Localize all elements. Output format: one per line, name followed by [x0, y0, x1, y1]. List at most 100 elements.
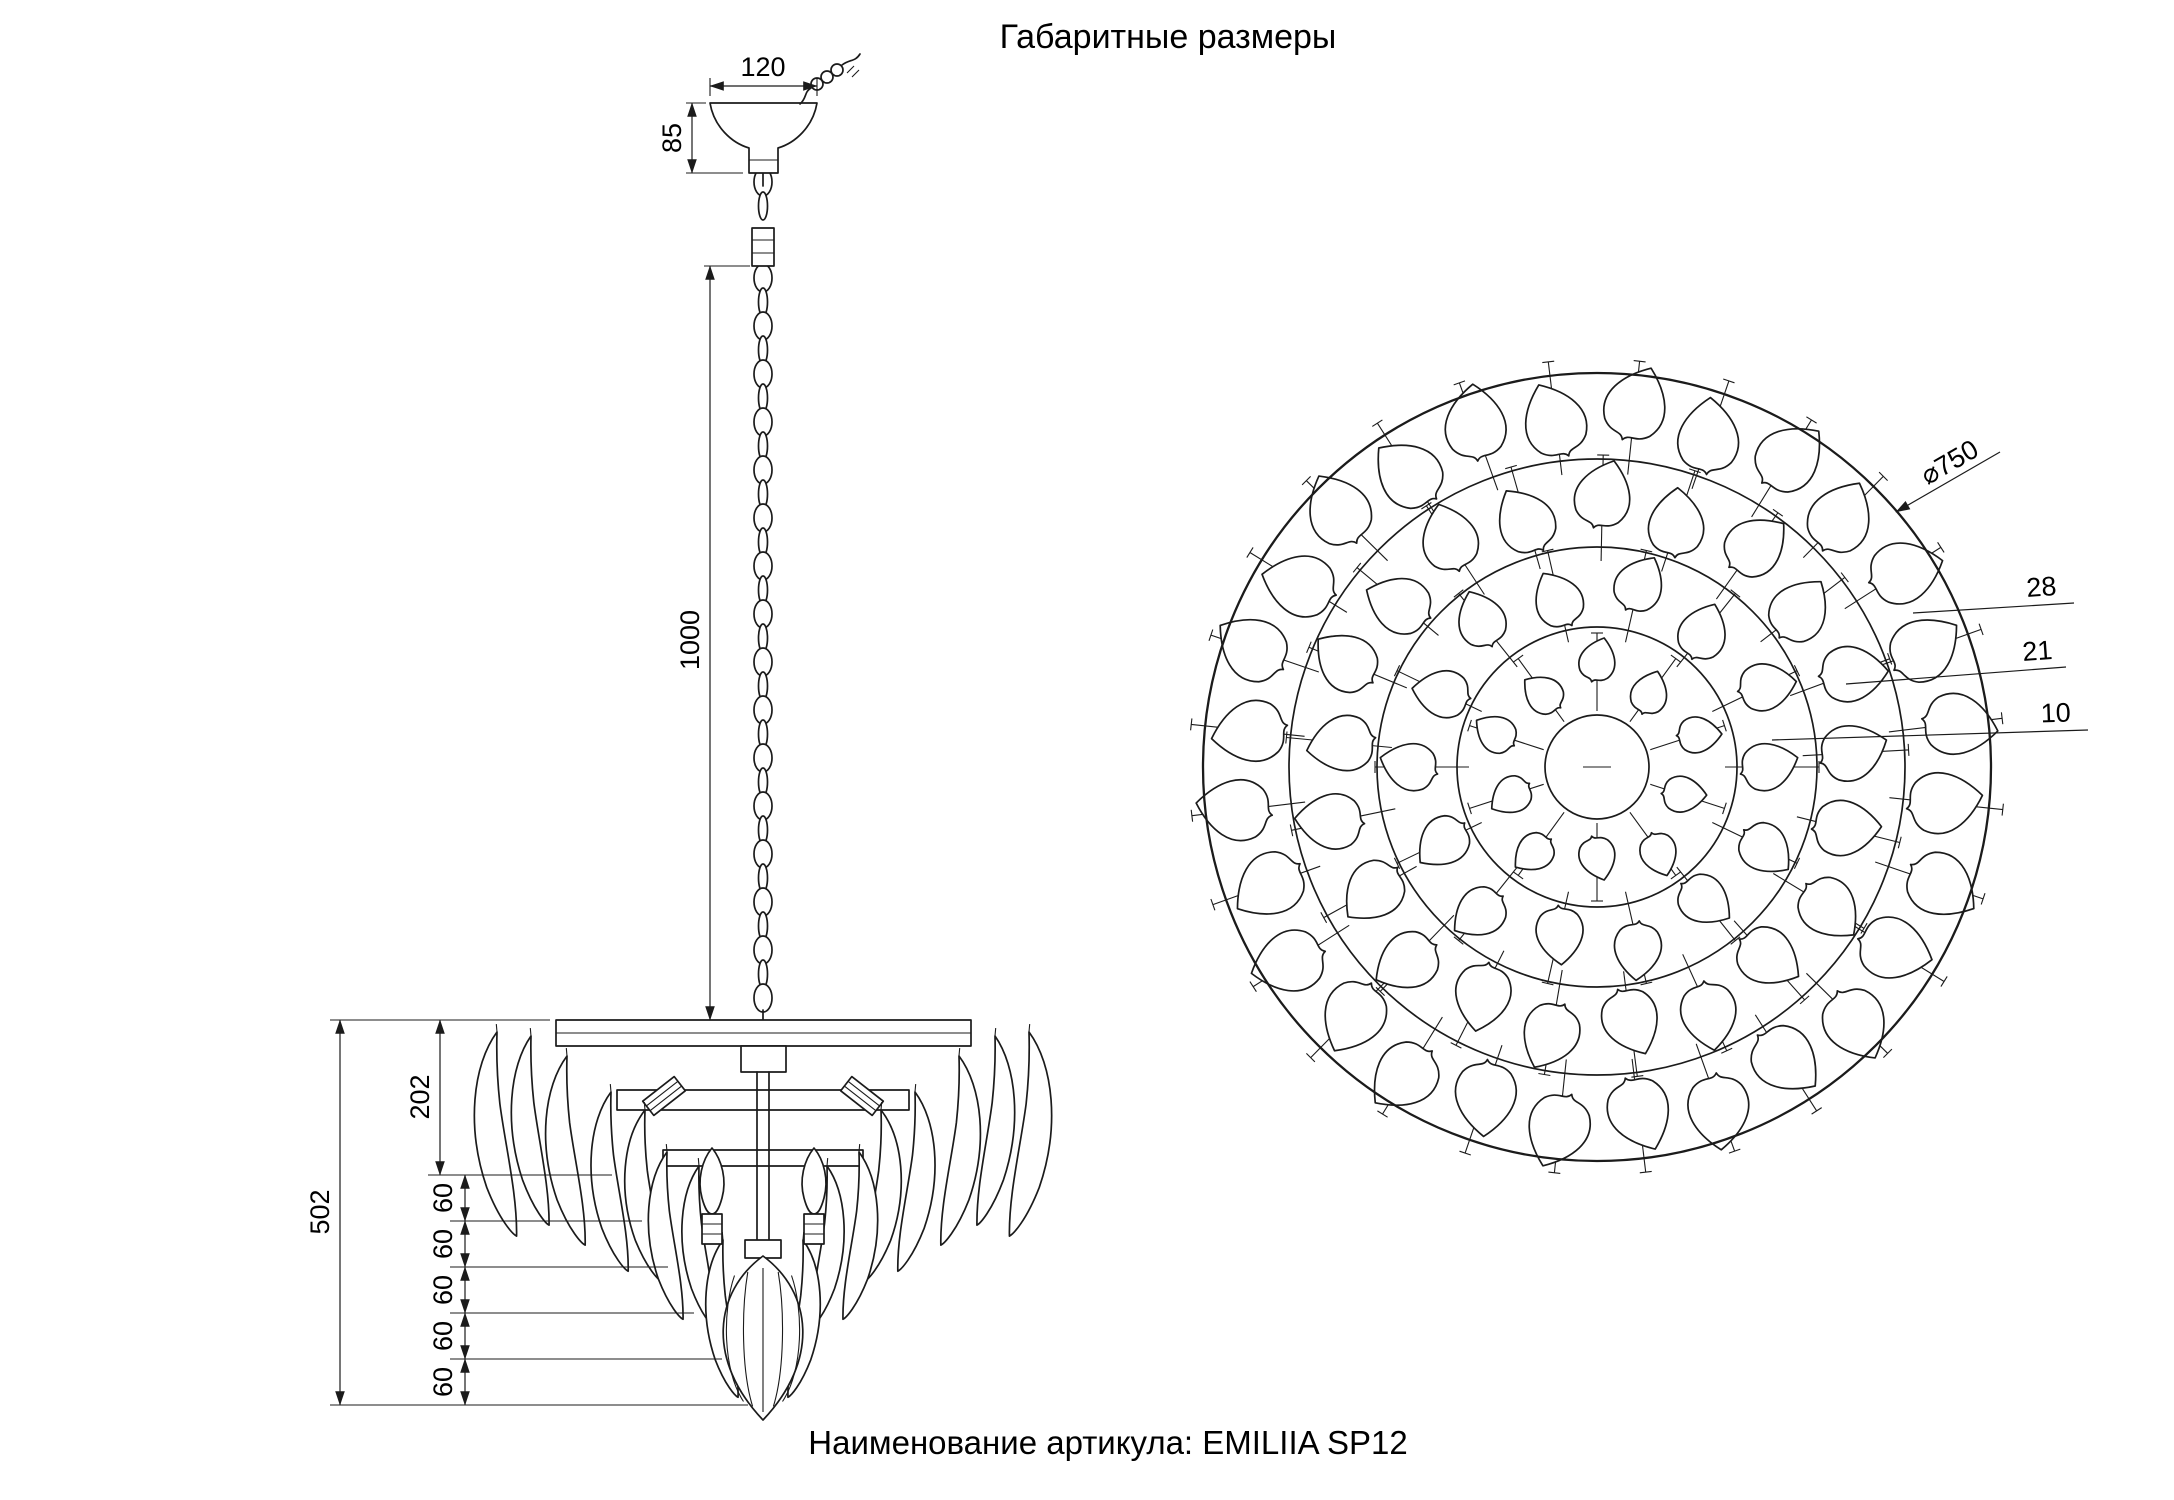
crystal-petal: [1454, 1058, 1517, 1138]
spoke-tick: [1730, 589, 1741, 598]
crystal-petal: [1817, 645, 1890, 703]
leaf-hook: [609, 1083, 612, 1093]
crystal-petal: [1578, 835, 1616, 881]
crystal-petal: [1920, 692, 1999, 755]
leader-21: [1845, 666, 2067, 685]
spoke-tick: [1210, 898, 1216, 911]
crystal-petal: [1754, 428, 1821, 493]
crystal-petal: [1535, 904, 1584, 966]
crystal-petal: [1250, 929, 1327, 992]
crystal-petal: [1365, 577, 1432, 635]
crystal-petal: [1905, 772, 1984, 835]
crystal-pattern: [1190, 360, 2004, 1174]
spoke-tick: [1640, 548, 1653, 553]
spoke-tick: [1806, 416, 1817, 424]
crystal-petal: [1738, 821, 1790, 873]
spoke-tick: [1542, 360, 1555, 364]
crystal-petal: [1309, 475, 1373, 546]
spoke-tick: [1940, 976, 1948, 987]
outer-circle: [1201, 371, 1993, 1163]
spoke-tick: [1377, 1110, 1388, 1118]
crystal-petal: [1375, 930, 1440, 989]
spoke-tick: [1450, 1042, 1462, 1049]
ring-circle-2: [1376, 546, 1818, 988]
spoke-tick: [1249, 981, 1257, 992]
spoke-tick: [1541, 548, 1554, 553]
crystal-petal: [1613, 920, 1663, 982]
leaf-hook: [914, 1083, 917, 1093]
crystal-petal: [1210, 699, 1289, 762]
crystal-petal: [1524, 384, 1588, 457]
candle-bulb: [801, 1147, 827, 1245]
crystal-petal: [1613, 556, 1663, 612]
spoke-tick: [1878, 471, 1888, 481]
spoke-tick: [1728, 1148, 1741, 1154]
crystal-petal: [1293, 793, 1366, 850]
crystal-petal: [1606, 1077, 1670, 1150]
glass-leaf: [842, 1143, 879, 1321]
spoke-tick: [1453, 936, 1464, 945]
spoke-tick: [1722, 802, 1727, 815]
leader-10: [1771, 729, 2089, 741]
crystal-petal: [1219, 618, 1288, 683]
leader-28: [1912, 602, 2075, 614]
hatch-line: [742, 1271, 754, 1407]
dim-label-60-2: 60: [428, 1229, 458, 1259]
crystal-petal: [1324, 980, 1388, 1052]
crystal-petal: [1736, 663, 1798, 712]
crystal-petal: [1523, 676, 1565, 716]
hatch-line: [772, 1271, 784, 1407]
chain-link: [753, 983, 773, 1013]
finial-hatch: [725, 1268, 801, 1412]
label-diameter: ⌀750: [1915, 434, 1983, 491]
crystal-petal: [1454, 961, 1512, 1032]
spoke-tick: [1538, 1072, 1551, 1077]
spoke-tick: [1980, 893, 1986, 905]
spoke-tick: [1793, 665, 1801, 677]
crystal-petal: [1458, 590, 1507, 648]
crystal-petal: [1418, 814, 1471, 866]
ring-circle-3: [1456, 626, 1738, 908]
label-count-middle: 21: [2021, 635, 2053, 667]
article-name: Наименование артикула: EMILIIA SP12: [808, 1424, 1408, 1461]
spoke-tick: [1301, 476, 1311, 486]
leaf-hook: [958, 1047, 961, 1057]
glass-leaf: [1008, 1023, 1053, 1237]
spoke-tick: [1306, 641, 1312, 654]
leaf-hook: [826, 1157, 829, 1167]
spoke-tick: [1352, 562, 1362, 573]
spoke-tick: [1190, 809, 1194, 822]
power-wire-icon: [799, 53, 861, 105]
crystal-petal: [1377, 444, 1444, 510]
spoke-tick: [1306, 1053, 1316, 1063]
glass-leaf: [976, 1027, 1016, 1226]
crystal-petal: [1305, 714, 1377, 772]
spoke-tick: [1505, 464, 1517, 470]
crystal-petal: [1535, 572, 1585, 628]
ceiling-canopy: [709, 102, 818, 174]
crystal-petal: [1600, 988, 1658, 1055]
hatch-line: [725, 1275, 744, 1402]
dim-label-60-1: 60: [428, 1183, 458, 1213]
chain-link: [757, 191, 769, 221]
crystal-petal: [1736, 926, 1800, 984]
spoke-tick: [1393, 665, 1401, 677]
crystal-petal: [1723, 519, 1785, 578]
spoke-tick: [2000, 712, 2004, 725]
dim-label-60-5: 60: [428, 1367, 458, 1397]
leaf-hook: [994, 1027, 997, 1037]
crystal-petal: [1498, 490, 1557, 554]
spoke-tick: [1670, 654, 1681, 663]
dim-label-85: 85: [657, 123, 687, 153]
ring-circle-1: [1288, 458, 1906, 1076]
crystal-petal: [1867, 542, 1944, 605]
spoke-tick: [1730, 936, 1741, 945]
dim-label-202: 202: [405, 1074, 435, 1119]
dimensions-side: 120 85 1000 202: [305, 52, 818, 1406]
glass-leaf: [647, 1143, 684, 1321]
crystal-petal: [1629, 670, 1668, 715]
crystal-petal: [1647, 486, 1705, 559]
crystal-petal: [1687, 1072, 1750, 1151]
spoke-tick: [1689, 468, 1701, 474]
